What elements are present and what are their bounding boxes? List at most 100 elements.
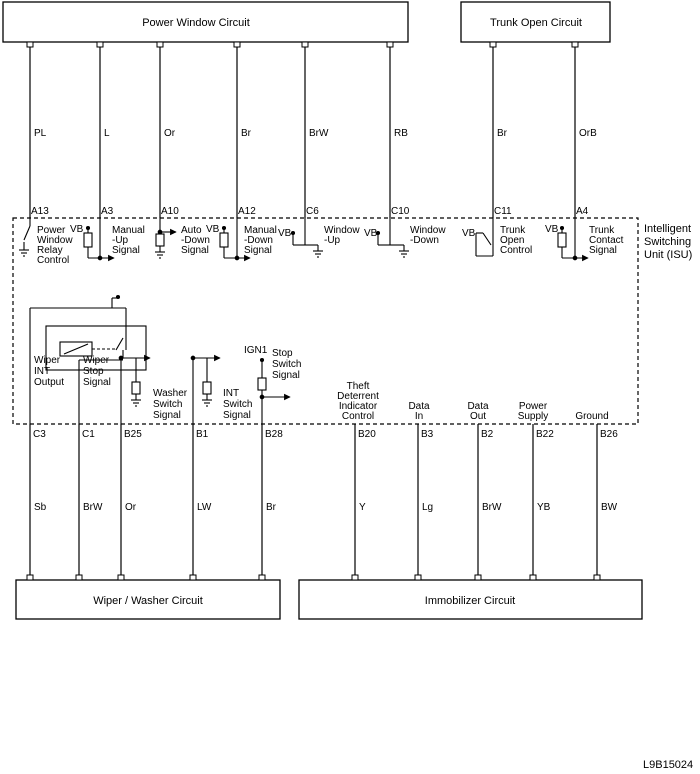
bottom-wire-group	[26, 424, 601, 581]
pin-A4: A4	[576, 206, 589, 217]
connector-terminal	[75, 574, 83, 581]
figure-id: L9B15024	[643, 759, 693, 771]
wire-color-C6: BrW	[309, 128, 329, 139]
pin-B25: B25	[124, 429, 142, 440]
connector-terminal	[474, 574, 482, 581]
top-wire-group	[26, 41, 579, 218]
pin-B1: B1	[196, 429, 209, 440]
ign1-label: IGN1	[244, 345, 268, 356]
power-window-circuit-label: Power Window Circuit	[142, 17, 250, 29]
pin-label-A4: Signal	[589, 245, 617, 256]
pin-label-A4: Trunk	[589, 225, 615, 236]
wire-color-B3: Lg	[422, 502, 433, 513]
pin-B2: B2	[481, 429, 494, 440]
wire-color-C11: Br	[497, 128, 508, 139]
pin-label-A13: Relay	[37, 245, 63, 256]
wire-color-B22: YB	[537, 502, 551, 513]
pin-label-C3: Wiper	[34, 355, 61, 366]
pin-label-A12: Signal	[244, 245, 272, 256]
bottom-label-group: SbC3WiperINTOutputBrWC1WiperStopSignalOr…	[33, 348, 618, 513]
pin-label-B28: Switch	[272, 359, 301, 370]
connector-terminal	[117, 574, 125, 581]
wire-color-C3: Sb	[34, 502, 47, 513]
pin-label-A10: Signal	[181, 245, 209, 256]
isu-label: Intelligent Switching Unit (ISU)	[644, 223, 692, 261]
trunk-open-circuit-label: Trunk Open Circuit	[490, 17, 582, 29]
pin-label-A10: -Down	[181, 235, 210, 246]
pin-label-B28: Signal	[272, 370, 300, 381]
pin-label-C3: INT	[34, 366, 50, 377]
pin-B26: B26	[600, 429, 618, 440]
pin-label-B20: Theft	[347, 381, 370, 392]
pin-label-B22: Supply	[518, 411, 549, 422]
svg-text:VB: VB	[206, 224, 220, 235]
isu-internal-bottom	[29, 294, 291, 424]
wire-color-A12: Br	[241, 128, 252, 139]
power-window-circuit-box: Power Window Circuit	[2, 1, 409, 43]
pin-label-C11: Control	[500, 245, 532, 256]
wire-color-C10: RB	[394, 128, 408, 139]
connector-terminal	[156, 41, 164, 48]
pin-label-C6: -Up	[324, 235, 341, 246]
isu-internal-top	[19, 218, 589, 262]
connector-terminal	[351, 574, 359, 581]
connector-terminal	[414, 574, 422, 581]
pin-label-A13: Window	[37, 235, 73, 246]
connector-terminal	[96, 41, 104, 48]
wire-color-A13: PL	[34, 128, 47, 139]
connector-terminal	[529, 574, 537, 581]
isu-boundary	[12, 217, 639, 425]
pin-label-B3: In	[415, 411, 423, 422]
connector-terminal	[258, 574, 266, 581]
connector-terminal	[233, 41, 241, 48]
pin-label-A13: Power	[37, 225, 66, 236]
pin-label-B1: Switch	[223, 399, 252, 410]
pin-label-A3: -Up	[112, 235, 129, 246]
connector-terminal	[189, 574, 197, 581]
pin-A10: A10	[161, 206, 179, 217]
top-label-group: PLA13PowerWindowRelayControlLA3Manual-Up…	[31, 128, 624, 266]
connector-terminal	[593, 574, 601, 581]
wire-color-B2: BrW	[482, 502, 502, 513]
pin-B28: B28	[265, 429, 283, 440]
pin-label-B3: Data	[408, 401, 430, 412]
wire-color-B26: BW	[601, 502, 618, 513]
pin-C11: C11	[494, 206, 512, 217]
wire-color-B1: LW	[197, 502, 212, 513]
pin-label-C11: Trunk	[500, 225, 526, 236]
pin-C10: C10	[391, 206, 410, 217]
immobilizer-circuit-label: Immobilizer Circuit	[425, 595, 515, 607]
wire-color-A10: Or	[164, 128, 176, 139]
pin-label-B1: INT	[223, 388, 239, 399]
pin-label-A10: Auto	[181, 225, 202, 236]
pin-B3: B3	[421, 429, 434, 440]
pin-A12: A12	[238, 206, 256, 217]
connector-terminal	[489, 41, 497, 48]
pin-C1: C1	[82, 429, 95, 440]
svg-text:Unit (ISU): Unit (ISU)	[644, 249, 692, 261]
connector-terminal	[386, 41, 394, 48]
pin-label-C10: -Down	[410, 235, 439, 246]
wiper-washer-circuit-label: Wiper / Washer Circuit	[93, 595, 203, 607]
wiper-washer-circuit-box: Wiper / Washer Circuit	[15, 579, 281, 620]
pin-label-C1: Stop	[83, 366, 104, 377]
wire-color-C1: BrW	[83, 502, 103, 513]
pin-label-A3: Signal	[112, 245, 140, 256]
pin-B20: B20	[358, 429, 376, 440]
pin-label-B1: Signal	[223, 410, 251, 421]
svg-text:VB: VB	[278, 228, 292, 239]
wire-color-B28: Br	[266, 502, 277, 513]
pin-label-C1: Signal	[83, 377, 111, 388]
svg-text:VB: VB	[70, 224, 84, 235]
immobilizer-circuit-box: Immobilizer Circuit	[298, 579, 643, 620]
pin-label-C6: Window	[324, 225, 360, 236]
connector-terminal	[301, 41, 309, 48]
svg-text:VB: VB	[364, 228, 378, 239]
svg-text:VB: VB	[545, 224, 559, 235]
pin-label-C3: Output	[34, 377, 64, 388]
pin-B22: B22	[536, 429, 554, 440]
pin-label-B25: Switch	[153, 399, 182, 410]
svg-text:VB: VB	[462, 228, 476, 239]
pin-label-B26: Ground	[575, 411, 608, 422]
